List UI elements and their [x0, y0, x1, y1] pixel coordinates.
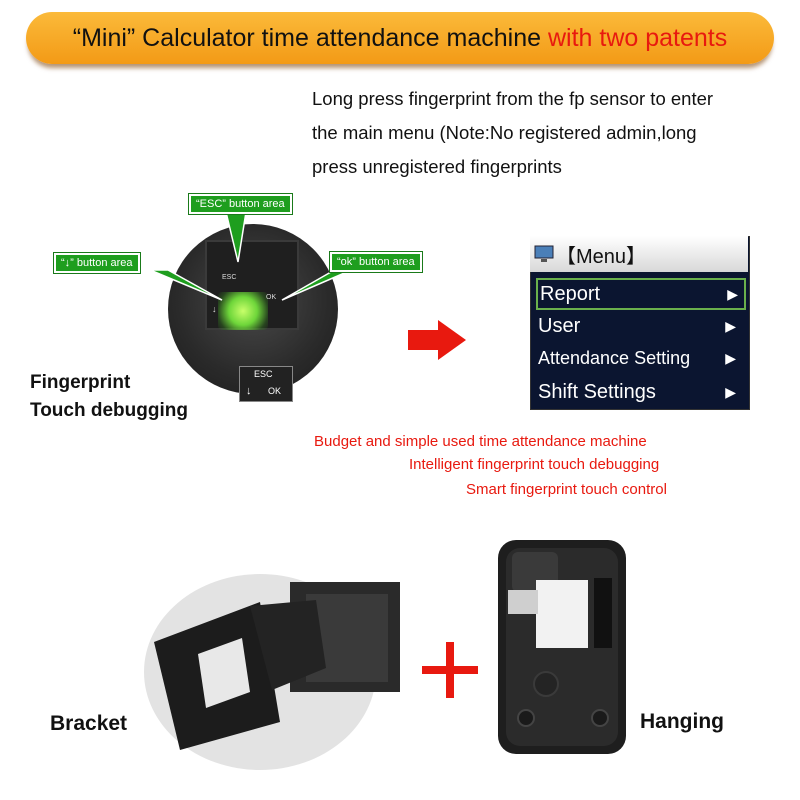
- down-pointer: [149, 269, 223, 301]
- chevron-right-icon: ▶: [725, 384, 736, 400]
- ok-pointer: [281, 267, 357, 301]
- esc-pointer: [225, 211, 247, 263]
- sensor-down-mark: ↓: [212, 304, 217, 314]
- fingerprint-glow: [218, 292, 268, 330]
- menu-item-label: Shift Settings: [538, 381, 656, 403]
- device-back-photo: [498, 540, 626, 754]
- title-banner: “Mini” Calculator time attendance machin…: [26, 12, 774, 64]
- menu-title: 【Menu】: [556, 246, 647, 268]
- menu-monitor-icon: [534, 245, 554, 262]
- key-legend: ESC ↓ OK: [239, 366, 293, 402]
- banner-title: “Mini” Calculator time attendance machin…: [26, 12, 774, 64]
- feature-line-2: Intelligent fingerprint touch debugging: [409, 456, 660, 473]
- key-esc-label: ESC: [254, 369, 273, 379]
- instruction-line-3: press unregistered fingerprints: [312, 156, 562, 177]
- bracket-label: Bracket: [50, 712, 128, 735]
- feature-line-1: Budget and simple used time attendance m…: [314, 433, 647, 450]
- sensor-esc-mark: ESC: [222, 274, 237, 281]
- key-ok-label: OK: [268, 386, 282, 396]
- red-arrow-icon: [408, 320, 466, 360]
- banner-title-accent: with two patents: [547, 24, 728, 52]
- red-plus-icon: [422, 642, 478, 698]
- callout-esc: “ESC” button area: [189, 194, 292, 214]
- hanging-label: Hanging: [640, 710, 724, 733]
- menu-item-user[interactable]: User ▶: [536, 312, 742, 340]
- chevron-right-icon: ▶: [727, 286, 738, 302]
- menu-item-report[interactable]: Report ▶: [536, 278, 746, 310]
- callout-down: “↓” button area: [54, 253, 140, 273]
- fingerprint-label-line-2: Touch debugging: [30, 400, 188, 421]
- instruction-line-2: the main menu (Note:No registered admin,…: [312, 122, 697, 143]
- chevron-right-icon: ▶: [725, 318, 736, 334]
- instruction-line-1: Long press fingerprint from the fp senso…: [312, 88, 714, 109]
- callout-ok: “ok” button area: [330, 252, 422, 272]
- key-down-label: ↓: [246, 385, 252, 397]
- menu-title-bar: [530, 236, 748, 272]
- menu-item-label: Report: [540, 283, 601, 305]
- banner-title-main: “Mini” Calculator time attendance machin…: [72, 24, 548, 52]
- menu-item-label: Attendance Setting: [538, 348, 691, 368]
- bracket-photo: [144, 574, 400, 770]
- chevron-right-icon: ▶: [725, 350, 736, 366]
- sensor-ok-mark: OK: [266, 294, 277, 301]
- feature-line-3: Smart fingerprint touch control: [466, 481, 667, 498]
- menu-item-label: User: [538, 315, 581, 337]
- fingerprint-label-line-1: Fingerprint: [30, 372, 131, 393]
- menu-item-shift-settings[interactable]: Shift Settings ▶: [536, 378, 742, 406]
- menu-item-attendance-setting[interactable]: Attendance Setting ▶: [536, 344, 742, 372]
